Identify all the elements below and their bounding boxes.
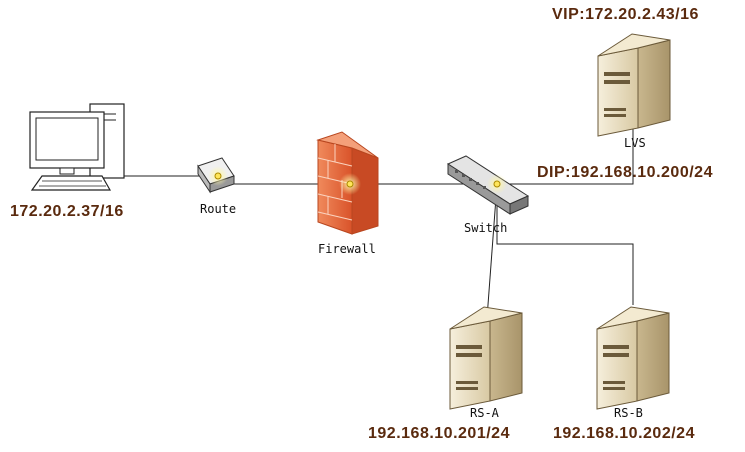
lvs-vip-label: VIP:172.20.2.43/16 (552, 6, 699, 23)
lvs-server-icon (597, 33, 671, 137)
lvs-dip-label: DIP:192.168.10.200/24 (537, 164, 713, 181)
link-switch-rsb (496, 186, 634, 305)
lvs-label: LVS (624, 136, 646, 150)
link-switch-lvs (497, 124, 634, 185)
rs-b-label: RS-B (614, 406, 643, 420)
rs-a-server-icon (449, 306, 523, 410)
connections (122, 124, 634, 346)
router-icon (197, 157, 235, 194)
switch-icon (446, 155, 530, 215)
switch-label: Switch (464, 221, 508, 235)
rs-b-server-icon (596, 306, 670, 410)
client-computer-icon (29, 103, 125, 191)
rs-a-label: RS-A (470, 406, 499, 420)
firewall-label: Firewall (318, 242, 376, 256)
rs-a-ip-label: 192.168.10.201/24 (368, 425, 510, 442)
router-label: Route (200, 202, 237, 216)
client-ip-label: 172.20.2.37/16 (10, 203, 124, 220)
rs-b-ip-label: 192.168.10.202/24 (553, 425, 695, 442)
firewall-icon (316, 131, 379, 235)
